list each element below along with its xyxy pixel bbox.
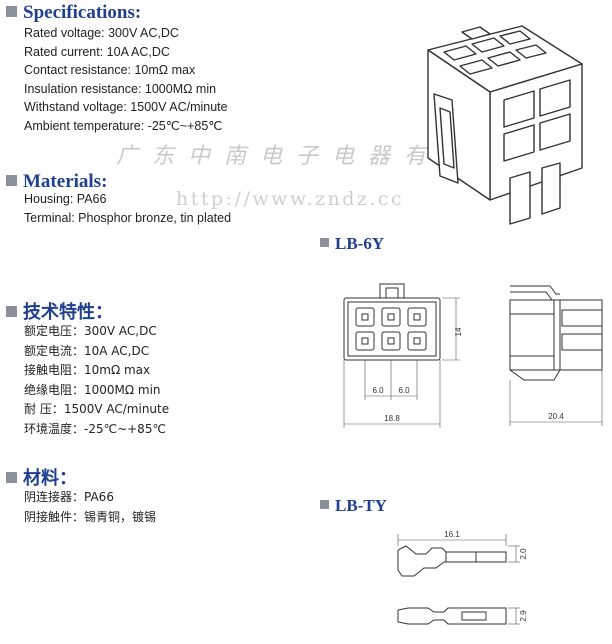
specifications-list: Rated voltage: 300V AC,DC Rated current:… xyxy=(24,24,228,135)
bullet-square-icon xyxy=(6,6,17,17)
spec-withstand-voltage: Withstand voltage: 1500V AC/minute xyxy=(24,100,228,114)
materials-list: Housing: PA66 Terminal: Phosphor bronze,… xyxy=(24,190,231,227)
bullet-square-icon xyxy=(320,500,329,509)
material-housing: Housing: PA66 xyxy=(24,192,107,206)
tech-insulation-resistance: 绝缘电阻：1000MΩ min xyxy=(24,382,161,397)
tech-list: 额定电压：300V AC,DC 额定电流：10A AC,DC 接触电阻：10mΩ… xyxy=(24,322,169,439)
dim-terminal-height: 2.0 xyxy=(519,548,528,560)
materials-heading: Materials: xyxy=(6,171,107,193)
housing-front-view-drawing: 14 6.0 6.0 18.8 xyxy=(343,283,463,428)
material-cn-housing: 阴连接器：PA66 xyxy=(24,490,114,504)
tech-ambient-temperature: 环境温度：-25℃~+85℃ xyxy=(24,421,166,436)
dim-terminal-thickness: 2.9 xyxy=(519,610,528,622)
url-watermark: http://www.zndz.cc xyxy=(176,188,405,210)
dim-width: 18.8 xyxy=(384,414,400,423)
spec-insulation-resistance: Insulation resistance: 1000MΩ min xyxy=(24,81,217,96)
dim-depth: 20.4 xyxy=(548,412,564,421)
model-label-housing: LB-6Y xyxy=(320,234,384,254)
material-cn-list: 阴连接器：PA66 阴接触件：锡青铜，镀锡 xyxy=(24,488,156,527)
material-terminal: Terminal: Phosphor bronze, tin plated xyxy=(24,210,232,225)
model-label-terminal: LB-TY xyxy=(320,496,387,516)
spec-rated-current: Rated current: 10A AC,DC xyxy=(24,44,170,59)
tech-rated-voltage: 额定电压：300V AC,DC xyxy=(24,324,157,338)
spec-rated-voltage: Rated voltage: 300V AC,DC xyxy=(24,26,179,40)
dim-terminal-length: 16.1 xyxy=(444,530,460,539)
connector-3d-illustration xyxy=(427,25,583,225)
tech-rated-current: 额定电流：10A AC,DC xyxy=(24,343,150,358)
material-cn-terminal: 阴接触件：锡青铜，镀锡 xyxy=(24,509,157,524)
tech-withstand-voltage: 耐 压：1500V AC/minute xyxy=(24,402,170,416)
spec-contact-resistance: Contact resistance: 10mΩ max xyxy=(24,63,196,77)
specifications-heading: Specifications: xyxy=(6,2,141,24)
terminal-drawing: 16.1 2.0 2.9 xyxy=(397,530,528,625)
bullet-square-icon xyxy=(320,238,329,247)
material-cn-heading: 材料： xyxy=(6,464,77,490)
bullet-square-icon xyxy=(6,306,17,317)
bullet-square-icon xyxy=(6,175,17,186)
dim-pitch-right: 6.0 xyxy=(398,386,410,395)
dim-height: 14 xyxy=(454,327,463,336)
tech-contact-resistance: 接触电阻：10mΩ max xyxy=(24,363,151,377)
bullet-square-icon xyxy=(6,472,17,483)
dim-pitch-left: 6.0 xyxy=(372,386,384,395)
tech-heading: 技术特性： xyxy=(6,298,113,324)
housing-side-view-drawing: 20.4 xyxy=(509,285,603,426)
spec-ambient-temperature: Ambient temperature: -25℃~+85℃ xyxy=(24,118,223,133)
